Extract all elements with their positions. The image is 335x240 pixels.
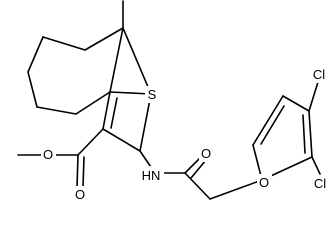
- bond: [109, 91, 152, 95]
- atom-labels: S HN O O O O Cl Cl: [41, 66, 330, 203]
- bond: [184, 172, 211, 200]
- bond: [308, 110, 313, 158]
- bond: [102, 91, 111, 130]
- chlorine-bottom-label: Cl: [314, 176, 326, 191]
- bond: [76, 154, 79, 188]
- amide-oxygen-label: O: [201, 146, 211, 161]
- bond: [190, 159, 207, 179]
- ether-oxygen-atom: O: [257, 174, 272, 191]
- ester-carbonyl-oxygen-atom: O: [73, 186, 88, 203]
- bond: [42, 36, 86, 51]
- bond: [84, 27, 124, 51]
- bond: [27, 71, 38, 108]
- bond: [82, 156, 85, 188]
- bond: [260, 105, 285, 145]
- chlorine-bottom-atom: Cl: [310, 175, 330, 192]
- bond: [36, 106, 77, 115]
- bond-lines: [17, 0, 321, 200]
- bond: [308, 81, 319, 112]
- sulfur-label: S: [148, 87, 157, 102]
- bond: [139, 93, 152, 152]
- bond: [282, 95, 310, 112]
- amide-nitrogen-label: HN: [142, 168, 161, 183]
- bond: [302, 114, 306, 154]
- ester-oxygen-atom: O: [41, 146, 56, 163]
- bond: [110, 97, 118, 129]
- bond: [102, 128, 141, 152]
- ester-oxygen-label: O: [43, 147, 53, 162]
- sulfur-atom: S: [145, 86, 160, 103]
- bond: [27, 36, 44, 73]
- amide-nitrogen-atom: HN: [138, 166, 164, 183]
- bond: [77, 128, 104, 156]
- bond: [209, 179, 263, 200]
- chlorine-top-atom: Cl: [309, 66, 329, 83]
- bond: [311, 156, 321, 175]
- ether-oxygen-label: O: [259, 175, 269, 190]
- bond: [252, 95, 284, 146]
- bond: [122, 27, 152, 95]
- amide-oxygen-atom: O: [199, 145, 214, 162]
- molecule-diagram: S HN O O O O Cl Cl: [17, 0, 330, 203]
- chlorine-top-label: Cl: [313, 67, 325, 82]
- bond: [75, 91, 111, 115]
- ester-carbonyl-oxygen-label: O: [75, 187, 85, 202]
- bond: [109, 27, 124, 93]
